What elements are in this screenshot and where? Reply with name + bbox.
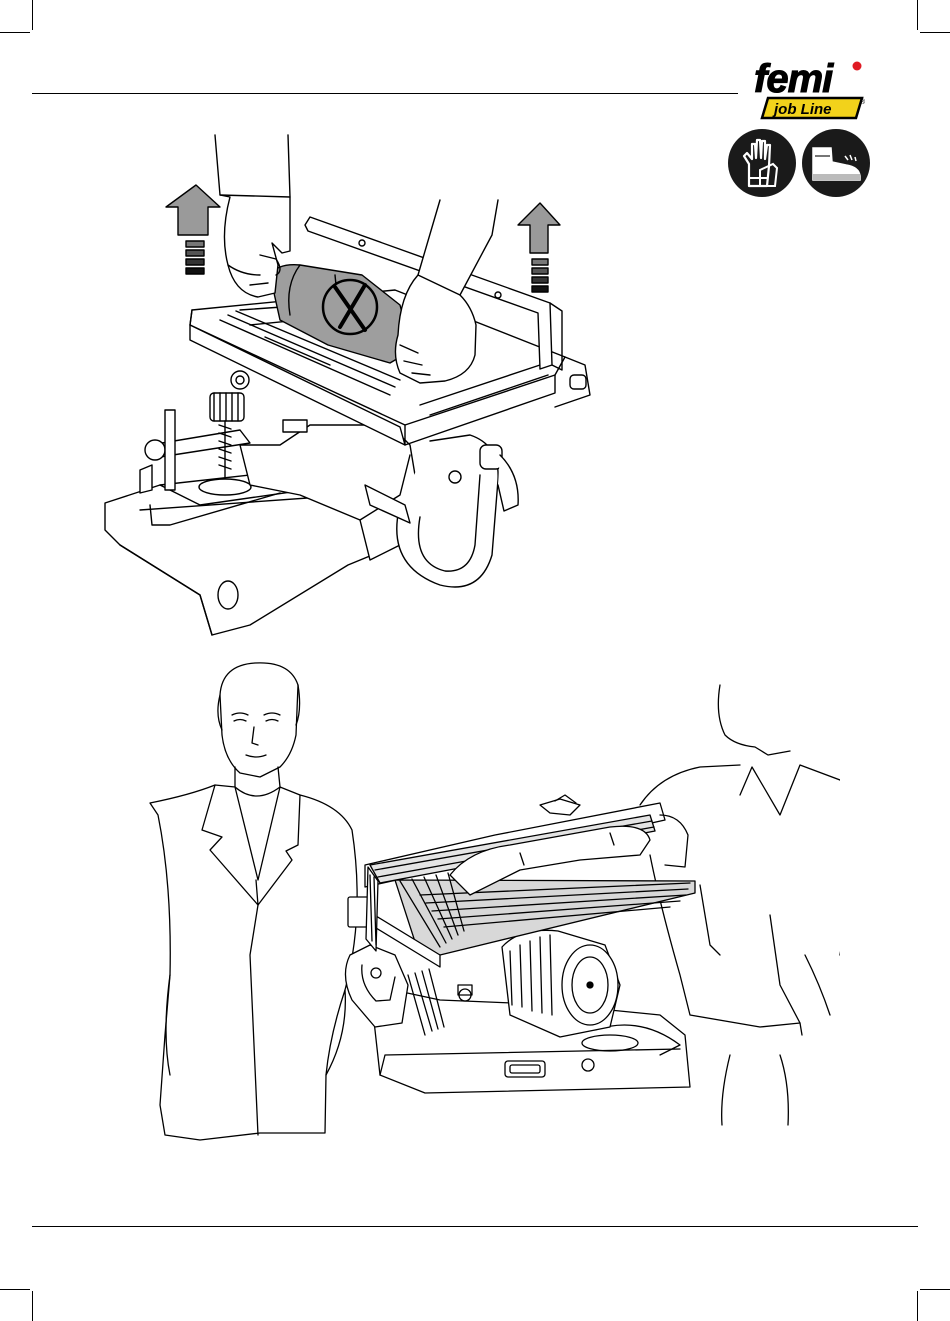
crop-mark-bottom-right (917, 1291, 918, 1321)
crop-mark-bottom-right-h (920, 1289, 950, 1290)
lift-arrow-right-icon (518, 203, 560, 292)
crop-mark-bottom-left (32, 1291, 33, 1321)
brand-name: femi (754, 57, 834, 101)
safety-boot-icon (801, 128, 871, 198)
gloves-icon (727, 128, 797, 198)
two-person-carry-illustration (140, 655, 840, 1150)
brand-dot (853, 62, 862, 71)
crop-mark-top-right (917, 0, 918, 30)
footer-rule (32, 1226, 918, 1227)
brand-line-label: job Line (772, 101, 832, 118)
crop-mark-top-left (32, 0, 33, 30)
brand-registered-mark: ® (860, 98, 866, 106)
crop-mark-top-left-h (0, 32, 30, 33)
header-rule (32, 93, 738, 94)
crop-mark-bottom-left-h (0, 1289, 30, 1290)
prohibited-icon (323, 280, 377, 334)
table-lift-illustration (100, 125, 600, 645)
lift-arrow-left-icon (166, 185, 220, 274)
brand-logo: femi job Line ® (740, 56, 870, 126)
crop-mark-top-right-h (920, 32, 950, 33)
